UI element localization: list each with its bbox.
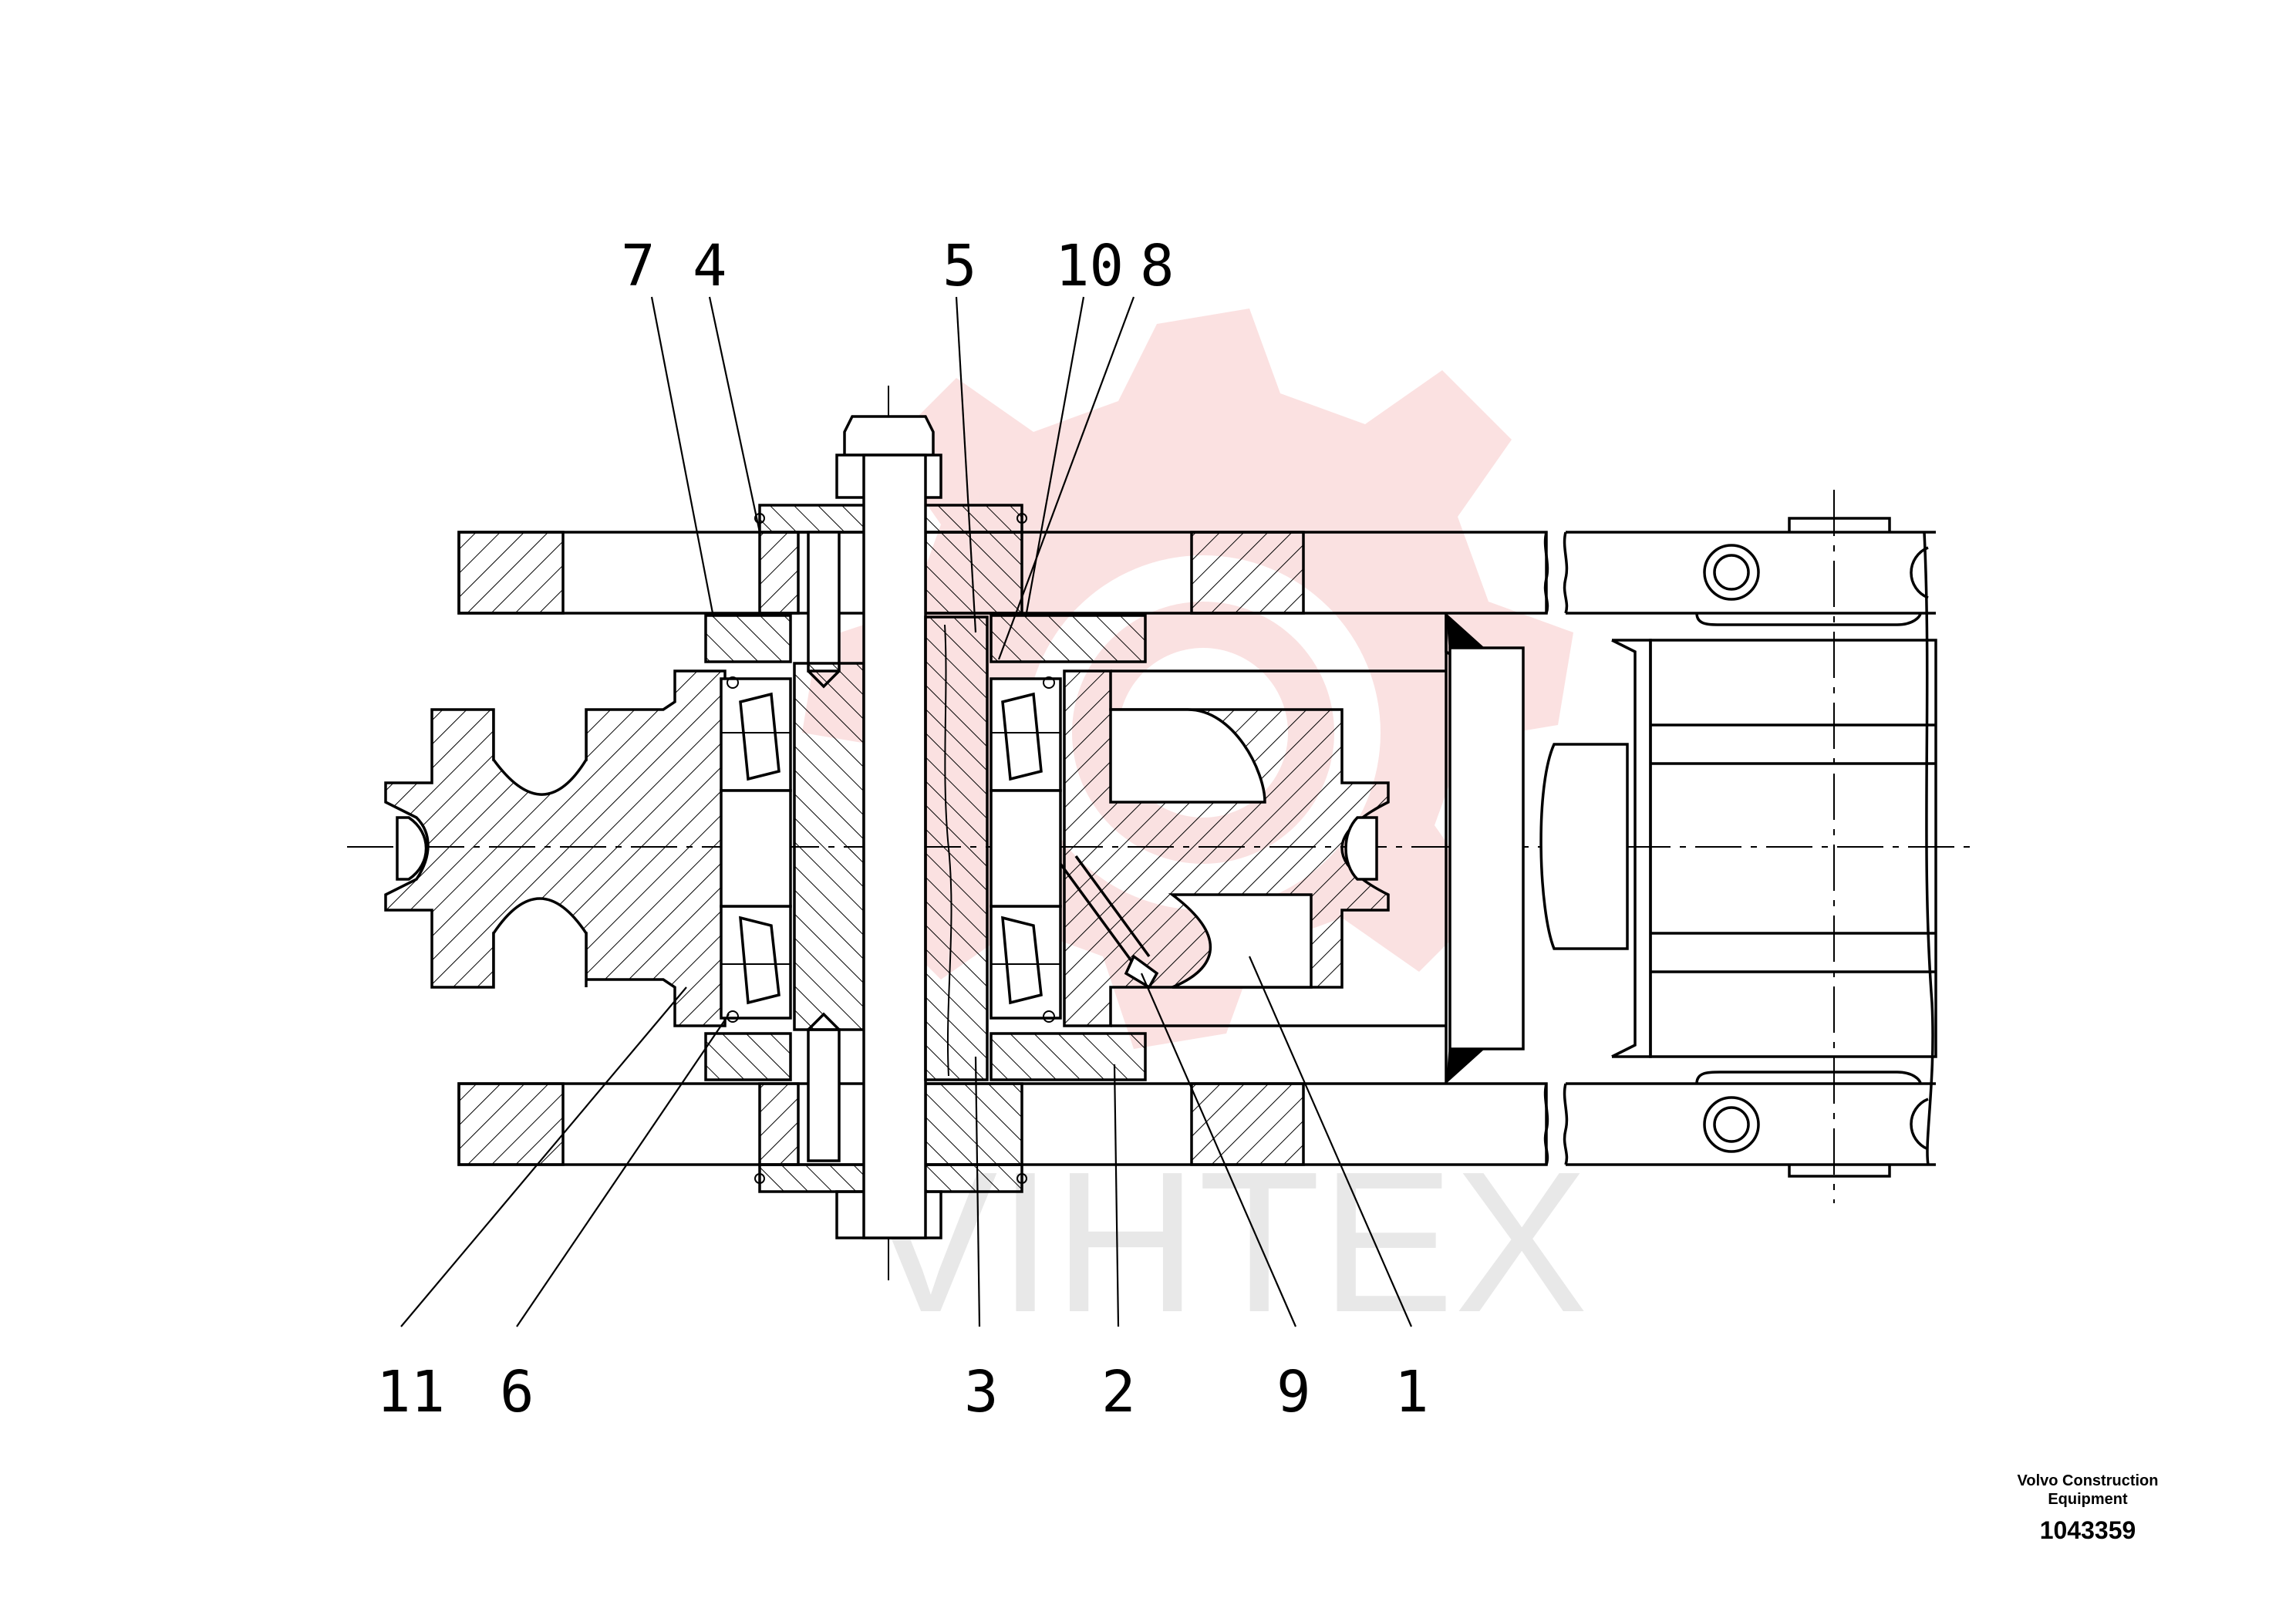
right-bearing-top xyxy=(990,677,1062,792)
left-sprocket-wheel xyxy=(384,669,727,1027)
top-link-plate xyxy=(457,531,1936,615)
callout-8: 8 xyxy=(1140,233,1175,299)
bottom-dowel-pin xyxy=(807,1028,841,1162)
spacer-ring-top-left xyxy=(704,614,792,663)
callout-4: 4 xyxy=(693,233,727,299)
inner-sleeve-left xyxy=(793,662,865,1031)
callout-3: 3 xyxy=(964,1359,999,1425)
callout-6: 6 xyxy=(500,1359,534,1425)
spacer-ring-top-right xyxy=(990,614,1147,663)
top-dowel-pin xyxy=(807,531,841,673)
left-bearing-top xyxy=(720,677,792,792)
right-roller-assembly xyxy=(1539,517,1937,1178)
part-number: 1043359 xyxy=(2039,1516,2136,1544)
callout-10: 10 xyxy=(1055,233,1124,299)
bottom-hub-right xyxy=(924,1082,1023,1166)
spacer-ring-bottom-left xyxy=(704,1032,792,1081)
bottom-hub-left xyxy=(758,1082,800,1166)
right-sprocket-wheel xyxy=(1063,669,1390,1027)
brand-name: Volvo Construction Equipment xyxy=(2017,1472,2159,1508)
callout-5: 5 xyxy=(942,233,977,299)
top-hub-left xyxy=(758,531,800,615)
right-bearing-spacer xyxy=(990,789,1062,908)
right-bearing-bottom xyxy=(990,905,1062,1020)
inner-sleeve-right xyxy=(924,615,989,1081)
grease-nipple xyxy=(1059,855,1159,990)
callout-9: 9 xyxy=(1276,1359,1311,1425)
left-bearing-bottom xyxy=(720,905,792,1020)
pin-shaft xyxy=(862,454,927,1239)
callout-1: 1 xyxy=(1394,1359,1429,1425)
bracket-frame xyxy=(1111,613,1525,1084)
callout-labels: 7 4 5 10 8 11 6 3 2 9 1 xyxy=(376,233,1429,1425)
callout-11: 11 xyxy=(376,1359,445,1425)
spacer-ring-bottom-right xyxy=(990,1032,1147,1081)
leader-lines xyxy=(400,296,1413,1327)
callout-7: 7 xyxy=(621,233,656,299)
callout-2: 2 xyxy=(1101,1359,1136,1425)
o-ring-seals xyxy=(727,513,1055,1184)
left-bearing-spacer xyxy=(720,789,792,908)
